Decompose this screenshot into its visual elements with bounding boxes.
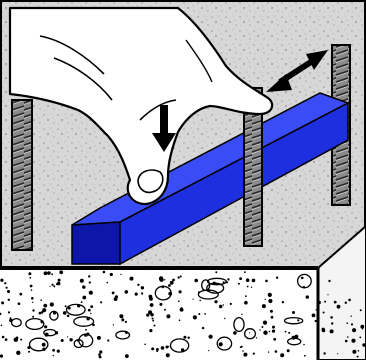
rebar-icon [12,100,32,250]
